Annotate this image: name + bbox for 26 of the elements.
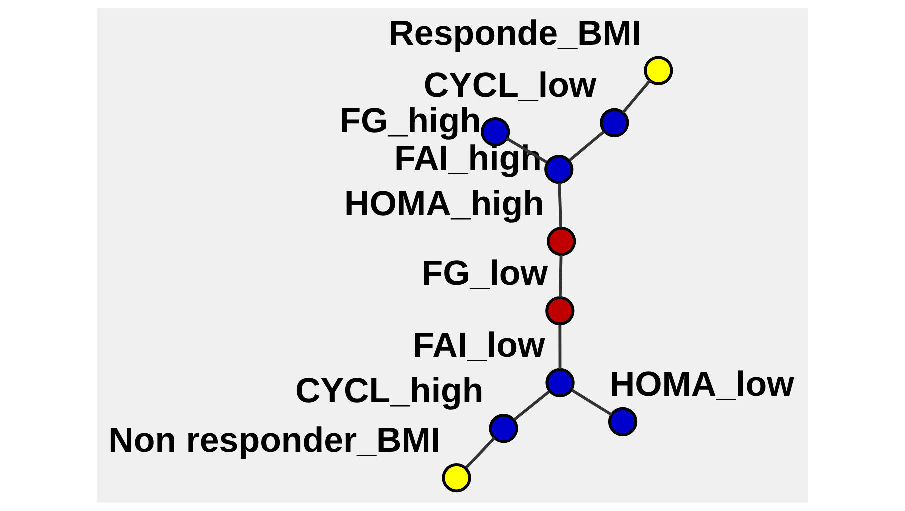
node-label: HOMA_high xyxy=(344,184,544,224)
node-label: FAI_low xyxy=(413,326,546,366)
node-label: Non responder_BMI xyxy=(108,421,441,460)
node-circle xyxy=(608,407,638,436)
connector xyxy=(572,389,613,416)
node-circle xyxy=(544,155,574,184)
node-label: FAI_high xyxy=(394,138,542,178)
connector xyxy=(558,254,563,298)
node-circle xyxy=(600,108,630,138)
connector xyxy=(514,390,550,421)
connector xyxy=(558,324,562,370)
node-circle xyxy=(442,464,472,493)
node-circle xyxy=(489,414,518,444)
connector xyxy=(506,137,548,164)
node-circle xyxy=(644,56,674,86)
node-circle xyxy=(546,368,575,398)
node-label: HOMA_low xyxy=(610,364,794,404)
node-label: FG_low xyxy=(422,254,548,294)
connector xyxy=(622,80,652,114)
connector xyxy=(558,183,563,228)
node-label: CYCL_high xyxy=(295,372,484,411)
node-circle xyxy=(547,226,576,256)
connector xyxy=(465,437,496,469)
connector xyxy=(568,130,605,162)
node-circle xyxy=(546,296,575,326)
node-label: Responde_BMI xyxy=(389,14,642,53)
